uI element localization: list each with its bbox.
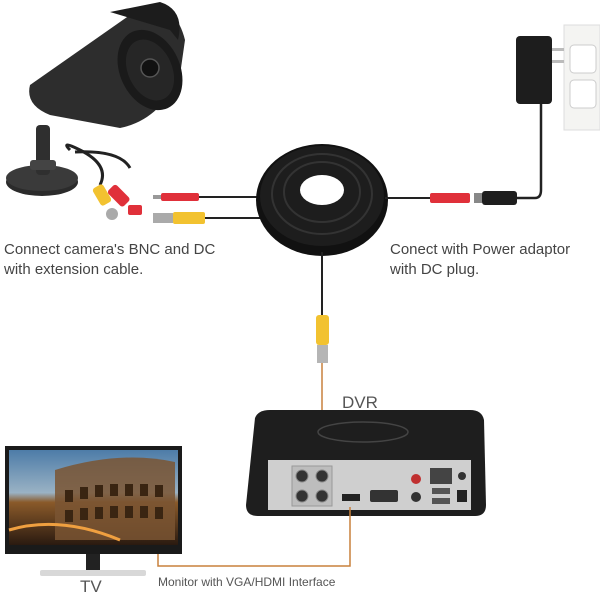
power-adapter-icon (516, 24, 600, 131)
security-camera-icon (6, 2, 185, 196)
camera-caption-line2: with extension cable. (4, 261, 144, 278)
tv-icon (5, 446, 182, 576)
tv-label: TV (80, 577, 102, 596)
power-caption-line1: Conect with Power adaptor (390, 241, 571, 258)
dvr-label: DVR (342, 393, 378, 412)
dvr-icon (246, 410, 486, 516)
power-caption-line2: with DC plug. (390, 261, 480, 278)
camera-caption-line1: Connect camera's BNC and DC (4, 241, 216, 258)
monitor-caption: Monitor with VGA/HDMI Interface (158, 575, 336, 589)
cable-coil-icon (256, 144, 388, 256)
